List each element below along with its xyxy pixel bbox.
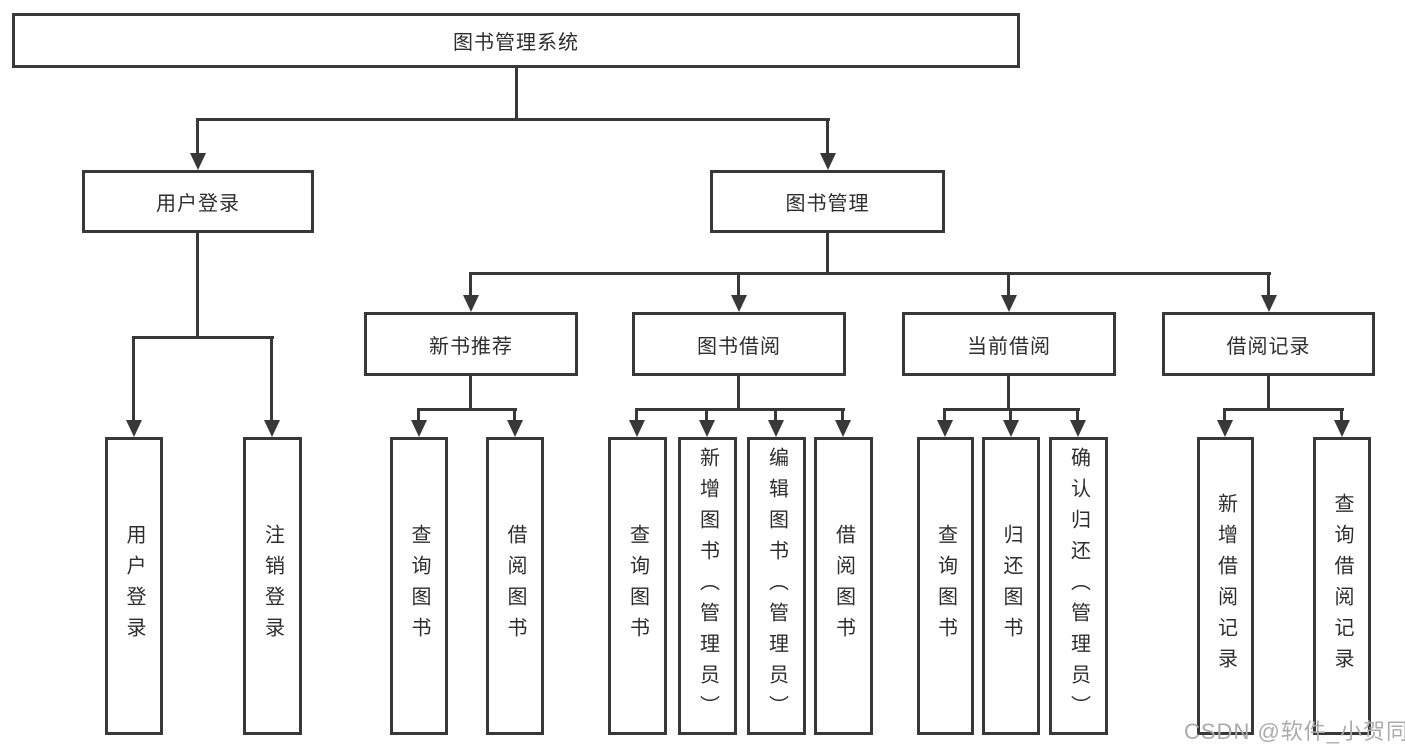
leaf-record-query-borrow-record: 查询借阅记录 [1313, 437, 1371, 735]
connector-line [1009, 408, 1012, 423]
node-label: 查询图书 [934, 524, 957, 648]
node-borrow-record: 借阅记录 [1162, 312, 1375, 376]
arrow-down-icon [126, 420, 142, 437]
connector-line [1267, 272, 1270, 298]
connector-line [737, 272, 740, 298]
arrow-down-icon [463, 295, 479, 312]
connector-line [417, 408, 420, 423]
connector-line [270, 336, 273, 423]
node-label: 图书管理系统 [453, 32, 579, 54]
leaf-borrow-query-books: 查询图书 [608, 437, 667, 735]
connector-line [635, 408, 638, 423]
connector-line [1340, 408, 1343, 423]
connector-line [774, 408, 777, 423]
leaf-borrow-borrow-books: 借阅图书 [814, 437, 873, 735]
node-label: 查询图书 [626, 524, 649, 648]
leaf-borrow-add-books-admin: 新增图书（管理员） [678, 437, 737, 735]
connector-line [196, 118, 830, 121]
arrow-down-icon [835, 420, 851, 437]
node-label: 当前借阅 [967, 335, 1051, 358]
node-root: 图书管理系统 [12, 13, 1020, 68]
connector-line [196, 118, 199, 156]
connector-line [196, 233, 199, 337]
arrow-down-icon [1003, 420, 1019, 437]
leaf-record-add-borrow-record: 新增借阅记录 [1197, 437, 1254, 735]
connector-line [1223, 408, 1226, 423]
connector-line [132, 336, 274, 339]
connector-line [1223, 408, 1344, 411]
node-label: 借阅记录 [1226, 335, 1311, 358]
connector-line [826, 233, 829, 274]
arrow-down-icon [1001, 295, 1017, 312]
connector-line [1076, 408, 1079, 423]
arrow-down-icon [629, 420, 645, 437]
arrow-down-icon [411, 420, 427, 437]
node-label: 用户登录 [123, 524, 145, 648]
connector-line [1267, 376, 1270, 410]
node-label: 图书管理 [785, 193, 870, 215]
leaf-logout: 注销登录 [243, 437, 302, 735]
connector-line [132, 336, 135, 423]
node-label: 借阅图书 [504, 524, 526, 648]
arrow-down-icon [768, 420, 784, 437]
node-label: 确认归还（管理员） [1067, 446, 1090, 726]
arrow-down-icon [1261, 295, 1277, 312]
connector-line [1007, 272, 1010, 298]
arrow-down-icon [820, 153, 836, 170]
leaf-current-query-books: 查询图书 [917, 437, 974, 735]
node-label: 图书借阅 [697, 335, 781, 358]
node-book-borrow: 图书借阅 [632, 312, 846, 376]
arrow-down-icon [190, 153, 206, 170]
connector-line [826, 118, 829, 156]
connector-line [1007, 376, 1010, 410]
connector-line [469, 272, 1271, 275]
node-current-borrow: 当前借阅 [902, 312, 1116, 376]
arrow-down-icon [731, 295, 747, 312]
connector-line [469, 272, 472, 298]
arrow-down-icon [937, 420, 953, 437]
connector-line [737, 376, 740, 410]
leaf-current-return-books: 归还图书 [982, 437, 1040, 735]
node-label: 借阅图书 [832, 524, 855, 648]
connector-line [705, 408, 708, 423]
arrow-down-icon [1217, 420, 1233, 437]
arrow-down-icon [507, 420, 523, 437]
node-label: 查询借阅记录 [1331, 493, 1353, 679]
node-label: 查询图书 [408, 524, 430, 648]
node-label: 新增借阅记录 [1214, 493, 1237, 679]
node-label: 编辑图书（管理员） [765, 446, 788, 726]
node-label: 新书推荐 [429, 335, 513, 358]
arrow-down-icon [264, 420, 280, 437]
node-new-book-recommend: 新书推荐 [364, 312, 578, 376]
connector-line [943, 408, 946, 423]
connector-line [469, 376, 472, 410]
connector-line [841, 408, 844, 423]
csdn-watermark: CSDN @软件_小贺同学 [1184, 719, 1405, 744]
node-user-login: 用户登录 [82, 170, 314, 233]
node-label: 注销登录 [261, 524, 284, 648]
node-label: 用户登录 [156, 193, 240, 215]
connector-line [515, 68, 518, 120]
leaf-borrow-edit-books-admin: 编辑图书（管理员） [747, 437, 806, 735]
connector-line [513, 408, 516, 423]
arrow-down-icon [699, 420, 715, 437]
node-label: 归还图书 [1000, 524, 1022, 648]
leaf-newbook-borrow-books: 借阅图书 [486, 437, 544, 735]
node-book-management: 图书管理 [710, 170, 945, 233]
arrow-down-icon [1334, 420, 1350, 437]
leaf-current-confirm-return-admin: 确认归还（管理员） [1049, 437, 1108, 735]
node-label: 新增图书（管理员） [696, 446, 719, 726]
leaf-user-login: 用户登录 [105, 437, 163, 735]
leaf-newbook-query-books: 查询图书 [390, 437, 448, 735]
connector-line [635, 408, 845, 411]
connector-line [417, 408, 517, 411]
arrow-down-icon [1070, 420, 1086, 437]
